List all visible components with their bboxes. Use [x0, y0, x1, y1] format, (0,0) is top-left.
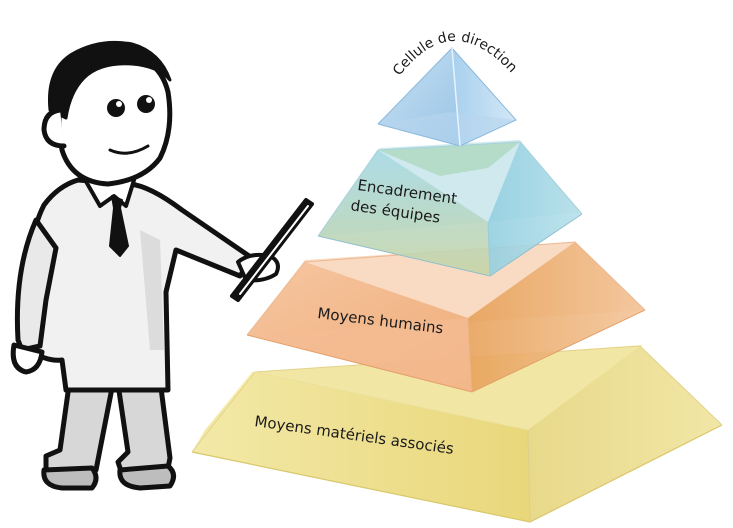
pyramid-level-direction: [377, 47, 517, 147]
teacher-with-pointer-icon: [10, 40, 314, 491]
pyramid-level-management: [317, 140, 583, 277]
pyramid-level-human: [246, 241, 646, 393]
